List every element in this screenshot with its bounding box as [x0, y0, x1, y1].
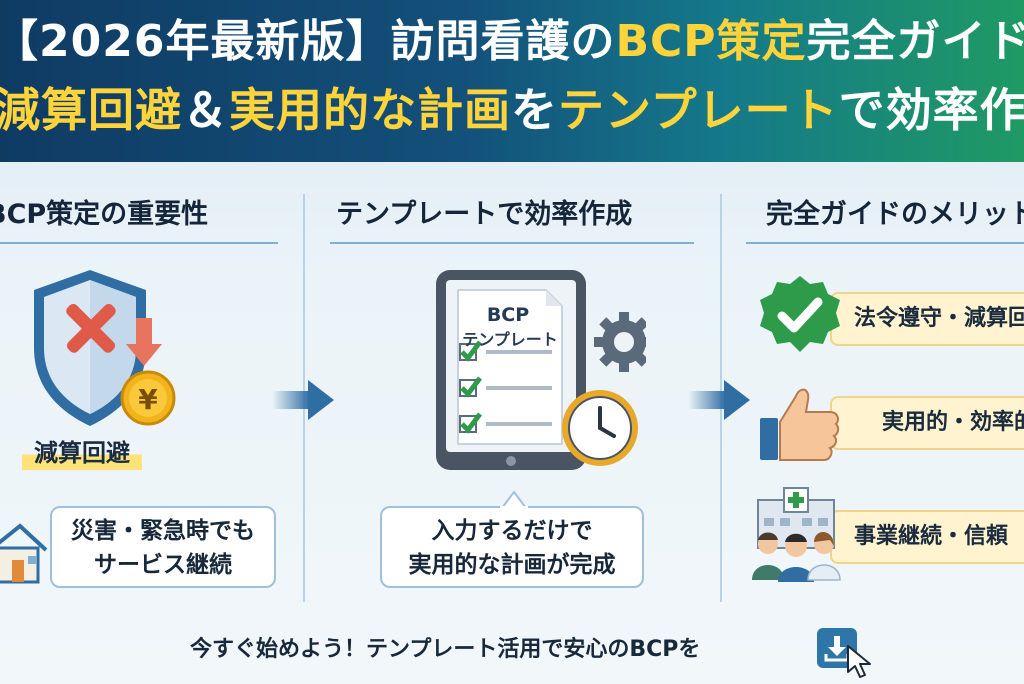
- speech-pointer: [500, 490, 528, 508]
- flow-arrow-icon: [272, 380, 334, 420]
- middle-heading-rule: [330, 242, 694, 244]
- title-part-highlight: 実用的な計画: [229, 83, 511, 137]
- left-info-box: 災害・緊急時でも サービス継続: [50, 506, 276, 588]
- down-arrow-icon: [126, 318, 162, 366]
- title-banner: 【2026年最新版】訪問看護のBCP策定完全ガイド 減算回避＆実用的な計画をテン…: [0, 0, 1024, 162]
- left-column-heading: BCP策定の重要性: [0, 199, 209, 230]
- gensan-kaihi-badge: 減算回避: [22, 436, 142, 470]
- middle-info-line1: 入力するだけで: [431, 518, 593, 544]
- shield-icon: ¥: [34, 270, 176, 426]
- flow-arrow-icon: [688, 380, 750, 420]
- middle-info-box: 入力するだけで 実用的な計画が完成: [380, 506, 644, 588]
- yen-symbol: ¥: [138, 383, 158, 416]
- title-part: 完全ガイド: [806, 16, 1024, 67]
- title-part-highlight: テンプレート: [558, 83, 839, 137]
- banner-title-line2: 減算回避＆実用的な計画をテンプレートで効率作成: [0, 78, 1024, 142]
- checkbox-icon: [459, 340, 552, 362]
- house-icon: [0, 523, 48, 584]
- right-column-heading: 完全ガイドのメリット: [766, 199, 1024, 230]
- merit-item-compliance: 法令遵守・減算回避: [830, 292, 1024, 346]
- merit-item-practical: 実用的・効率的: [830, 396, 1024, 450]
- checkbox-icon: [459, 412, 552, 434]
- title-part-highlight: BCP策定: [615, 16, 807, 67]
- check-badge-icon: [760, 276, 840, 352]
- checkbox-icon: [459, 376, 552, 398]
- doc-subtitle: テンプレート: [462, 330, 558, 349]
- cross-icon: [66, 303, 116, 353]
- left-info-line2: サービス継続: [94, 552, 232, 578]
- middle-column-heading: テンプレートで効率作成: [336, 199, 633, 230]
- clock-icon: [562, 390, 638, 466]
- left-heading-rule: [0, 242, 278, 244]
- title-part-highlight: 減算回避: [0, 83, 182, 137]
- hospital-icon: [752, 487, 841, 582]
- title-part: ＆: [182, 83, 229, 137]
- gear-icon: [594, 312, 646, 372]
- tablet-icon: [436, 270, 646, 470]
- title-part: で効率作成: [838, 83, 1024, 137]
- cursor-icon: [847, 645, 871, 678]
- right-heading-rule: [746, 242, 1024, 244]
- merit-item-continuity: 事業継続・信頼: [830, 510, 1024, 564]
- banner-title-line1: 【2026年最新版】訪問看護のBCP策定完全ガイド: [0, 10, 1024, 74]
- call-to-action-text: 今すぐ始めよう！テンプレート活用で安心のBCPを: [190, 637, 701, 662]
- staff-icon: [752, 531, 841, 582]
- thumbs-up-icon: [760, 388, 840, 461]
- doc-title: BCP: [486, 304, 530, 326]
- title-part: を: [511, 83, 558, 137]
- yen-coin-icon: [120, 370, 176, 426]
- title-part: 【2026年最新版】訪問看護の: [0, 16, 616, 67]
- middle-info-line2: 実用的な計画が完成: [408, 552, 616, 578]
- left-info-line1: 災害・緊急時でも: [71, 518, 255, 544]
